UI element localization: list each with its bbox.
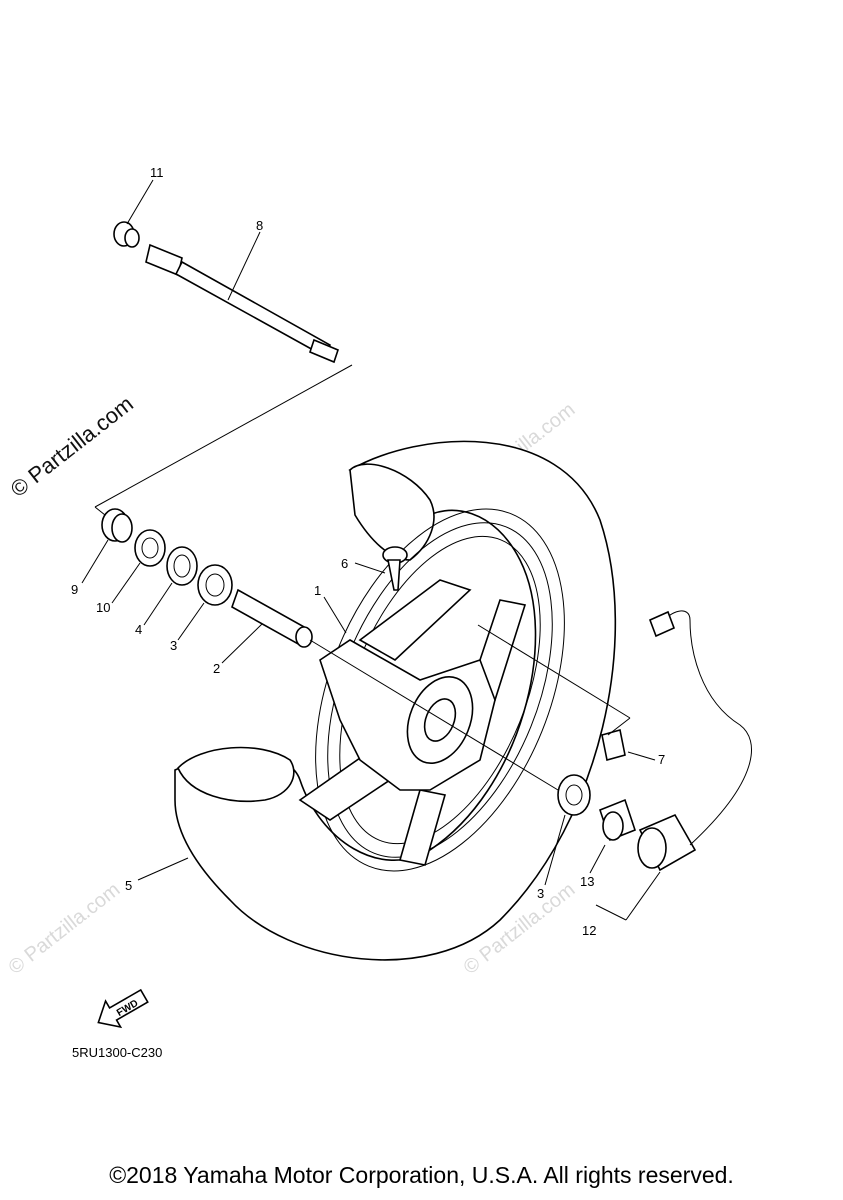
part-3-bearing-left [197, 564, 233, 606]
part-3-bearing-right [557, 774, 591, 816]
callout-5: 5 [125, 878, 132, 893]
fwd-arrow-icon: FWD [97, 988, 149, 1029]
part-10-seal [134, 529, 166, 567]
callout-9: 9 [71, 582, 78, 597]
part-2-spacer [231, 588, 313, 648]
part-9-collar [101, 508, 133, 543]
diagram-code: 5RU1300-C230 [72, 1045, 163, 1060]
callout-7: 7 [658, 752, 665, 767]
watermark-faint-2: © Partzilla.com [5, 879, 125, 979]
callout-3-left: 3 [170, 638, 177, 653]
part-11-cap [113, 221, 140, 248]
callout-11: 11 [150, 165, 164, 180]
callout-2: 2 [213, 661, 220, 676]
callout-12: 12 [582, 923, 596, 938]
leader-lines [81, 179, 661, 921]
callout-4: 4 [135, 622, 142, 637]
part-7-clip [601, 728, 626, 762]
callout-13: 13 [580, 874, 594, 889]
part-8-axle [145, 243, 339, 364]
callout-10: 10 [96, 600, 110, 615]
copyright-notice: ©2018 Yamaha Motor Corporation, U.S.A. A… [109, 1162, 734, 1188]
callout-6: 6 [341, 556, 348, 571]
part-4-seal [166, 546, 198, 586]
callout-1: 1 [314, 583, 321, 598]
part-13-retainer [599, 798, 636, 842]
part-12-sensor [637, 610, 752, 872]
wheel-drawing [174, 440, 617, 961]
part-6-valve [382, 546, 408, 591]
callouts: 11 8 9 10 4 3 2 1 6 7 5 3 13 12 [71, 165, 665, 938]
watermark-main: © Partzilla.com [6, 391, 138, 502]
callout-3-right: 3 [537, 886, 544, 901]
callout-8: 8 [256, 218, 263, 233]
fwd-label: FWD [115, 998, 140, 1019]
